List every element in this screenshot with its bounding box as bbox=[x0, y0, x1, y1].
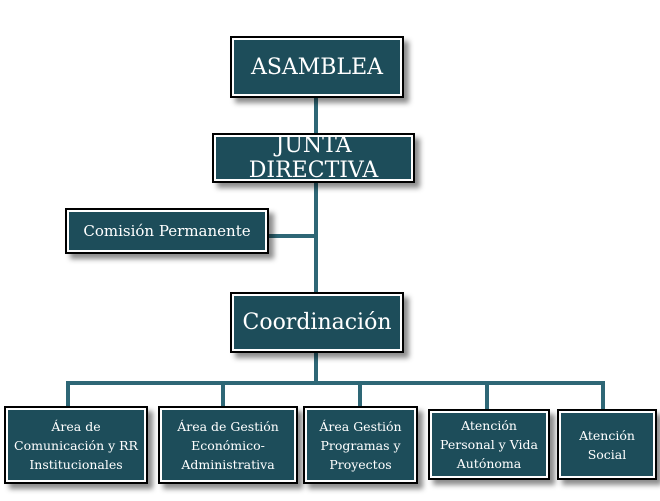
node-asamblea: ASAMBLEA bbox=[230, 36, 404, 98]
node-area-comunicacion: Área de Comunicación y RR Institucionale… bbox=[4, 406, 148, 484]
node-atencion-social-label: Atención Social bbox=[579, 427, 635, 462]
node-asamblea-label: ASAMBLEA bbox=[250, 54, 384, 80]
node-atencion-personal-label: Atención Personal y Vida Autónoma bbox=[440, 418, 538, 471]
node-atencion-personal: Atención Personal y Vida Autónoma bbox=[428, 409, 550, 480]
node-area-programas-proyectos-label: Área Gestión Programas y Proyectos bbox=[319, 418, 402, 472]
node-area-comunicacion-label: Área de Comunicación y RR Institucionale… bbox=[14, 418, 138, 472]
node-comision-permanente: Comisión Permanente bbox=[65, 208, 269, 254]
node-area-gestion-economica-label: Área de Gestión Económico- Administrativ… bbox=[177, 418, 279, 472]
node-atencion-social: Atención Social bbox=[557, 409, 657, 480]
node-area-programas-proyectos: Área Gestión Programas y Proyectos bbox=[303, 406, 418, 484]
node-coordinacion-label: Coordinación bbox=[242, 310, 392, 335]
node-junta-directiva: JUNTA DIRECTIVA bbox=[212, 133, 415, 183]
node-junta-directiva-label: JUNTA DIRECTIVA bbox=[248, 133, 379, 183]
node-area-gestion-economica: Área de Gestión Económico- Administrativ… bbox=[158, 406, 298, 484]
node-comision-permanente-label: Comisión Permanente bbox=[83, 222, 251, 240]
node-coordinacion: Coordinación bbox=[230, 292, 404, 353]
